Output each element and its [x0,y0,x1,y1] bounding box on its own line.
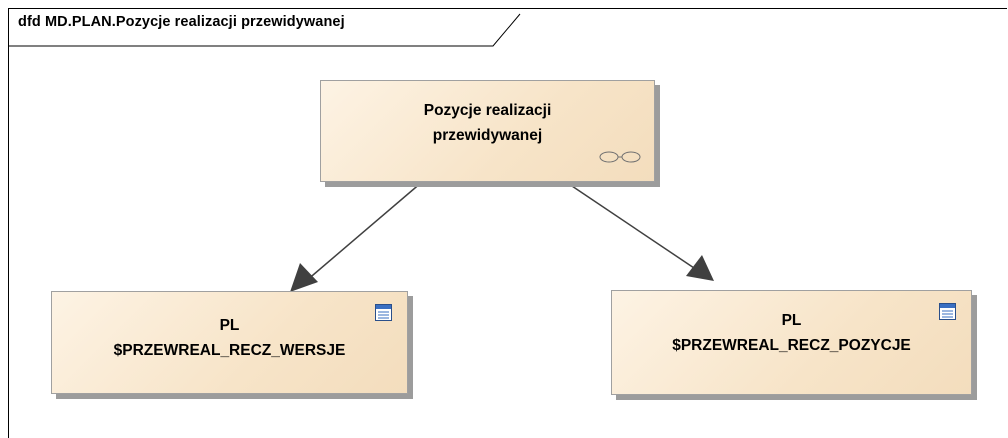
table-icon [939,303,956,320]
process-node-label: Pozycje realizacji przewidywanej [321,98,654,148]
datastore-node-pozycje[interactable]: PL $PRZEWREAL_RECZ_POZYCJE [611,290,972,395]
datastore-wersje-line-2: $PRZEWREAL_RECZ_WERSJE [113,342,346,359]
arrowhead-to-pozycje [686,255,714,281]
diagram-canvas: dfd MD.PLAN.Pozycje realizacji przewidyw… [8,8,1007,438]
diagram-lines [8,13,714,292]
arrowhead-to-wersje [290,263,318,292]
datastore-pozycje-line-2: $PRZEWREAL_RECZ_POZYCJE [672,337,911,354]
process-node[interactable]: Pozycje realizacji przewidywanej [320,80,655,182]
table-icon [375,304,392,321]
process-node-line-1: Pozycje realizacji [423,102,552,119]
diagram-frame [8,8,1007,438]
datastore-wersje-line-1: PL [219,317,240,334]
connector-to-pozycje [565,181,698,271]
datastore-pozycje-line-1: PL [781,312,802,329]
datastore-node-wersje[interactable]: PL $PRZEWREAL_RECZ_WERSJE [51,291,408,394]
datastore-pozycje-label: PL $PRZEWREAL_RECZ_POZYCJE [612,308,971,358]
process-node-line-2: przewidywanej [432,127,543,144]
frame-title: dfd MD.PLAN.Pozycje realizacji przewidyw… [18,14,345,30]
datastore-wersje-label: PL $PRZEWREAL_RECZ_WERSJE [52,313,407,363]
process-link-icon [599,151,641,163]
connector-to-wersje [305,181,423,282]
frame-title-tab [8,13,521,47]
